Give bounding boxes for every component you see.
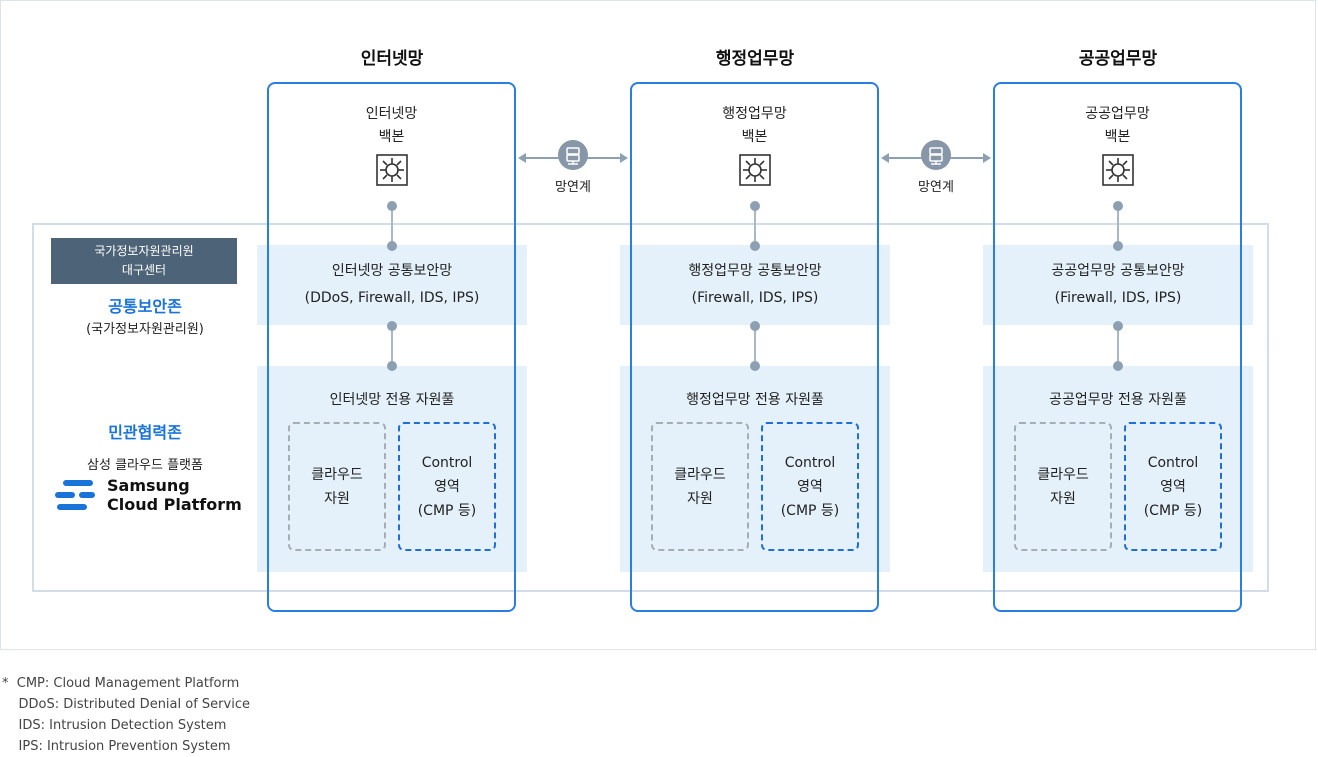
backbone-line1: 인터넷망 [365, 106, 418, 122]
backbone-label: 공공업무망 백본 [993, 103, 1242, 149]
network-switch-icon [739, 154, 771, 186]
control-line1: Control [1147, 454, 1199, 471]
pool-title: 인터넷망 전용 자원풀 [329, 392, 455, 408]
link-dot [387, 201, 397, 211]
resource-pool-panel [620, 366, 890, 572]
control-area-box: Control 영역 (CMP 등) [398, 422, 496, 551]
pool-title: 행정업무망 전용 자원풀 [686, 392, 824, 408]
link-dot [387, 361, 397, 371]
resource-pool-panel [257, 366, 527, 572]
network-title: 행정업무망 [715, 49, 795, 69]
connector-label: 망연계 [555, 180, 591, 195]
link-line [1117, 206, 1119, 246]
control-line2: 영역 [1160, 478, 1186, 495]
network-column-box [993, 82, 1242, 612]
link-line [754, 206, 756, 246]
link-dot [1113, 361, 1123, 371]
network-column-box [267, 82, 516, 612]
network-title: 공공업무망 [1078, 49, 1158, 69]
control-line1: Control [784, 454, 836, 471]
footnote-line: DDoS: Distributed Denial of Service [2, 697, 250, 712]
security-line2: (Firewall, IDS, IPS) [1054, 290, 1182, 306]
control-line3: (CMP 등) [417, 502, 477, 519]
link-dot [387, 321, 397, 331]
cloud-line2: 자원 [324, 490, 350, 507]
control-area-box: Control 영역 (CMP 등) [761, 422, 859, 551]
footnote-line: * CMP: Cloud Management Platform [2, 676, 240, 691]
network-link-server-icon [558, 140, 588, 170]
backbone-line2: 백본 [1104, 129, 1131, 145]
private-zone-name: 민관협력존 [108, 423, 182, 442]
network-switch-icon [376, 154, 408, 186]
security-panel [257, 245, 527, 325]
pool-title: 공공업무망 전용 자원풀 [1049, 392, 1187, 408]
link-line [1117, 326, 1119, 366]
security-panel [983, 245, 1253, 325]
control-area-box: Control 영역 (CMP 등) [1124, 422, 1222, 551]
security-zone-name: 공통보안존 [108, 297, 182, 316]
link-dot [1113, 241, 1123, 251]
link-dot [387, 241, 397, 251]
badge-line1: 국가정보자원관리원 [94, 244, 194, 258]
backbone-line2: 백본 [741, 129, 768, 145]
control-line3: (CMP 등) [1143, 502, 1203, 519]
security-line2: (DDoS, Firewall, IDS, IPS) [304, 290, 480, 306]
network-link-server-icon [921, 140, 951, 170]
link-line [754, 326, 756, 366]
backbone-line1: 행정업무망 [722, 106, 787, 122]
logo-line2: Cloud Platform [107, 495, 242, 514]
footnote-line: IPS: Intrusion Prevention System [2, 739, 231, 754]
security-panel [620, 245, 890, 325]
security-zone-sub: (국가정보자원관리원) [86, 322, 204, 337]
security-line1: 공공업무망 공통보안망 [1051, 263, 1185, 279]
link-dot [1113, 321, 1123, 331]
cloud-line2: 자원 [1050, 490, 1076, 507]
control-line3: (CMP 등) [780, 502, 840, 519]
resource-pool-panel [983, 366, 1253, 572]
badge-line2: 대구센터 [121, 263, 167, 277]
backbone-label: 행정업무망 백본 [630, 103, 879, 149]
network-switch-icon [1102, 154, 1134, 186]
backbone-label: 인터넷망 백본 [267, 103, 516, 149]
link-dot [750, 361, 760, 371]
link-line [391, 326, 393, 366]
zone-frame [32, 223, 1269, 592]
link-line [391, 206, 393, 246]
security-text: 행정업무망 공통보안망 (Firewall, IDS, IPS) [620, 258, 890, 312]
scp-logo-icon [53, 479, 99, 511]
link-dot [750, 241, 760, 251]
footnotes: * CMP: Cloud Management Platform DDoS: D… [2, 673, 250, 757]
link-dot [750, 321, 760, 331]
network-title: 인터넷망 [360, 49, 424, 69]
logo-line1: Samsung [107, 476, 190, 495]
nirs-daegu-badge: 국가정보자원관리원 대구센터 [51, 238, 237, 284]
link-dot [750, 201, 760, 211]
link-dot [1113, 201, 1123, 211]
control-line1: Control [421, 454, 473, 471]
cloud-line1: 클라우드 [674, 466, 726, 483]
cloud-line1: 클라우드 [311, 466, 363, 483]
security-line1: 인터넷망 공통보안망 [331, 263, 453, 279]
control-line2: 영역 [434, 478, 460, 495]
scp-logo-text: Samsung Cloud Platform [107, 476, 242, 514]
cloud-line1: 클라우드 [1037, 466, 1089, 483]
private-zone-sub: 삼성 클라우드 플랫폼 [87, 458, 203, 473]
backbone-line2: 백본 [378, 129, 405, 145]
security-text: 공공업무망 공통보안망 (Firewall, IDS, IPS) [983, 258, 1253, 312]
control-line2: 영역 [797, 478, 823, 495]
network-column-box [630, 82, 879, 612]
connector-label: 망연계 [918, 180, 954, 195]
security-line1: 행정업무망 공통보안망 [688, 263, 822, 279]
backbone-line1: 공공업무망 [1085, 106, 1150, 122]
security-text: 인터넷망 공통보안망 (DDoS, Firewall, IDS, IPS) [257, 258, 527, 312]
security-line2: (Firewall, IDS, IPS) [691, 290, 819, 306]
cloud-line2: 자원 [687, 490, 713, 507]
footnote-line: IDS: Intrusion Detection System [2, 718, 227, 733]
